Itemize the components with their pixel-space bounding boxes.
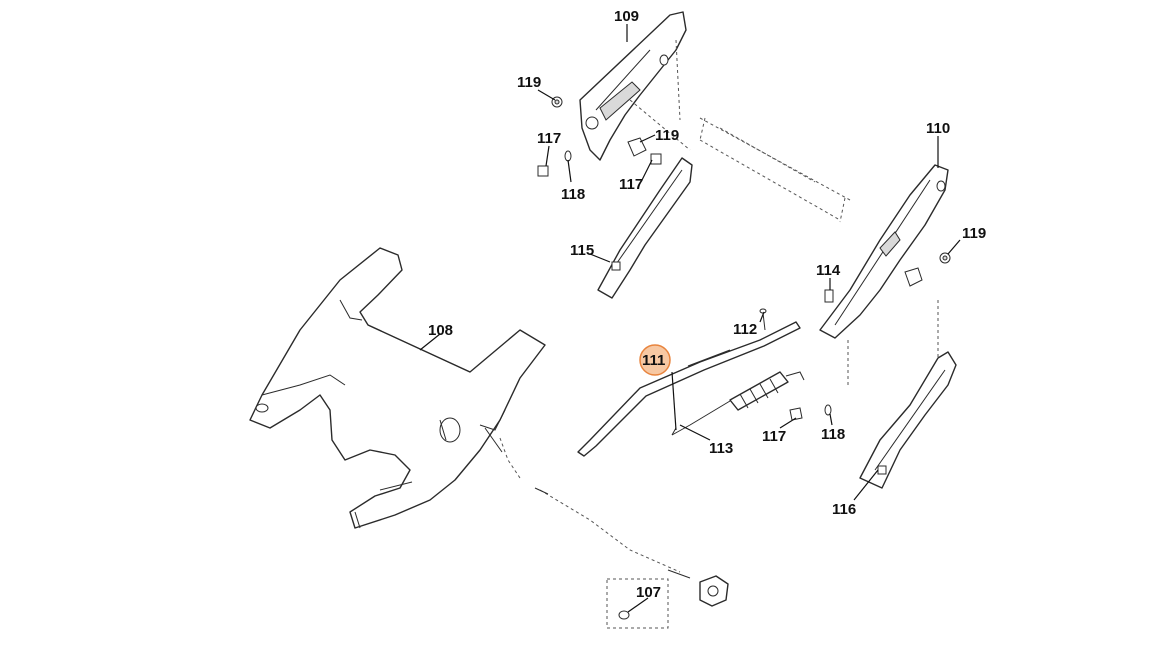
part-116-slide-plate[interactable]: [859, 351, 957, 489]
fastener-114[interactable]: [824, 289, 834, 303]
callout-108: 108: [428, 322, 453, 339]
callout-109: 109: [614, 8, 639, 25]
callout-labels: 107 108 109 110 111 112 113 114 115 116 …: [428, 8, 986, 601]
callout-119-right: 119: [962, 225, 986, 242]
callout-118-top: 118: [561, 186, 585, 203]
callout-113: 113: [709, 440, 733, 457]
part-108-handle-frame[interactable]: [249, 247, 546, 529]
part-107-cable[interactable]: [484, 427, 729, 629]
callout-110: 110: [926, 120, 950, 137]
callout-115: 115: [570, 242, 594, 259]
part-110-right-bracket[interactable]: [819, 164, 949, 385]
washer-118a[interactable]: [564, 150, 572, 162]
highlight-ring-111: [639, 344, 671, 376]
callout-117-bottom: 117: [762, 428, 786, 445]
axle-tube-outline: [699, 117, 851, 223]
fastener-117b[interactable]: [650, 153, 662, 165]
callout-119-middle: 119: [655, 127, 679, 144]
callout-116: 116: [832, 501, 856, 518]
callout-112: 112: [733, 321, 757, 338]
part-111-lever[interactable]: [577, 321, 801, 457]
fastener-117a[interactable]: [537, 165, 549, 177]
part-113-spring[interactable]: [671, 371, 805, 436]
callout-119-top-left: 119: [517, 74, 541, 91]
leader-lines: [419, 24, 961, 613]
callout-114: 114: [816, 262, 841, 279]
fastener-119c[interactable]: [939, 252, 951, 264]
part-115-slide-plate[interactable]: [597, 157, 693, 299]
washer-118b[interactable]: [824, 404, 832, 416]
callout-117-top-left: 117: [537, 130, 561, 147]
part-109-left-bracket[interactable]: [579, 11, 691, 161]
callout-107: 107: [636, 584, 661, 601]
fastener-117c[interactable]: [789, 407, 803, 421]
fastener-119b[interactable]: [627, 137, 647, 157]
callout-117-middle: 117: [619, 176, 643, 193]
callout-111: 111: [642, 352, 665, 369]
callout-118-bottom: 118: [821, 426, 845, 443]
